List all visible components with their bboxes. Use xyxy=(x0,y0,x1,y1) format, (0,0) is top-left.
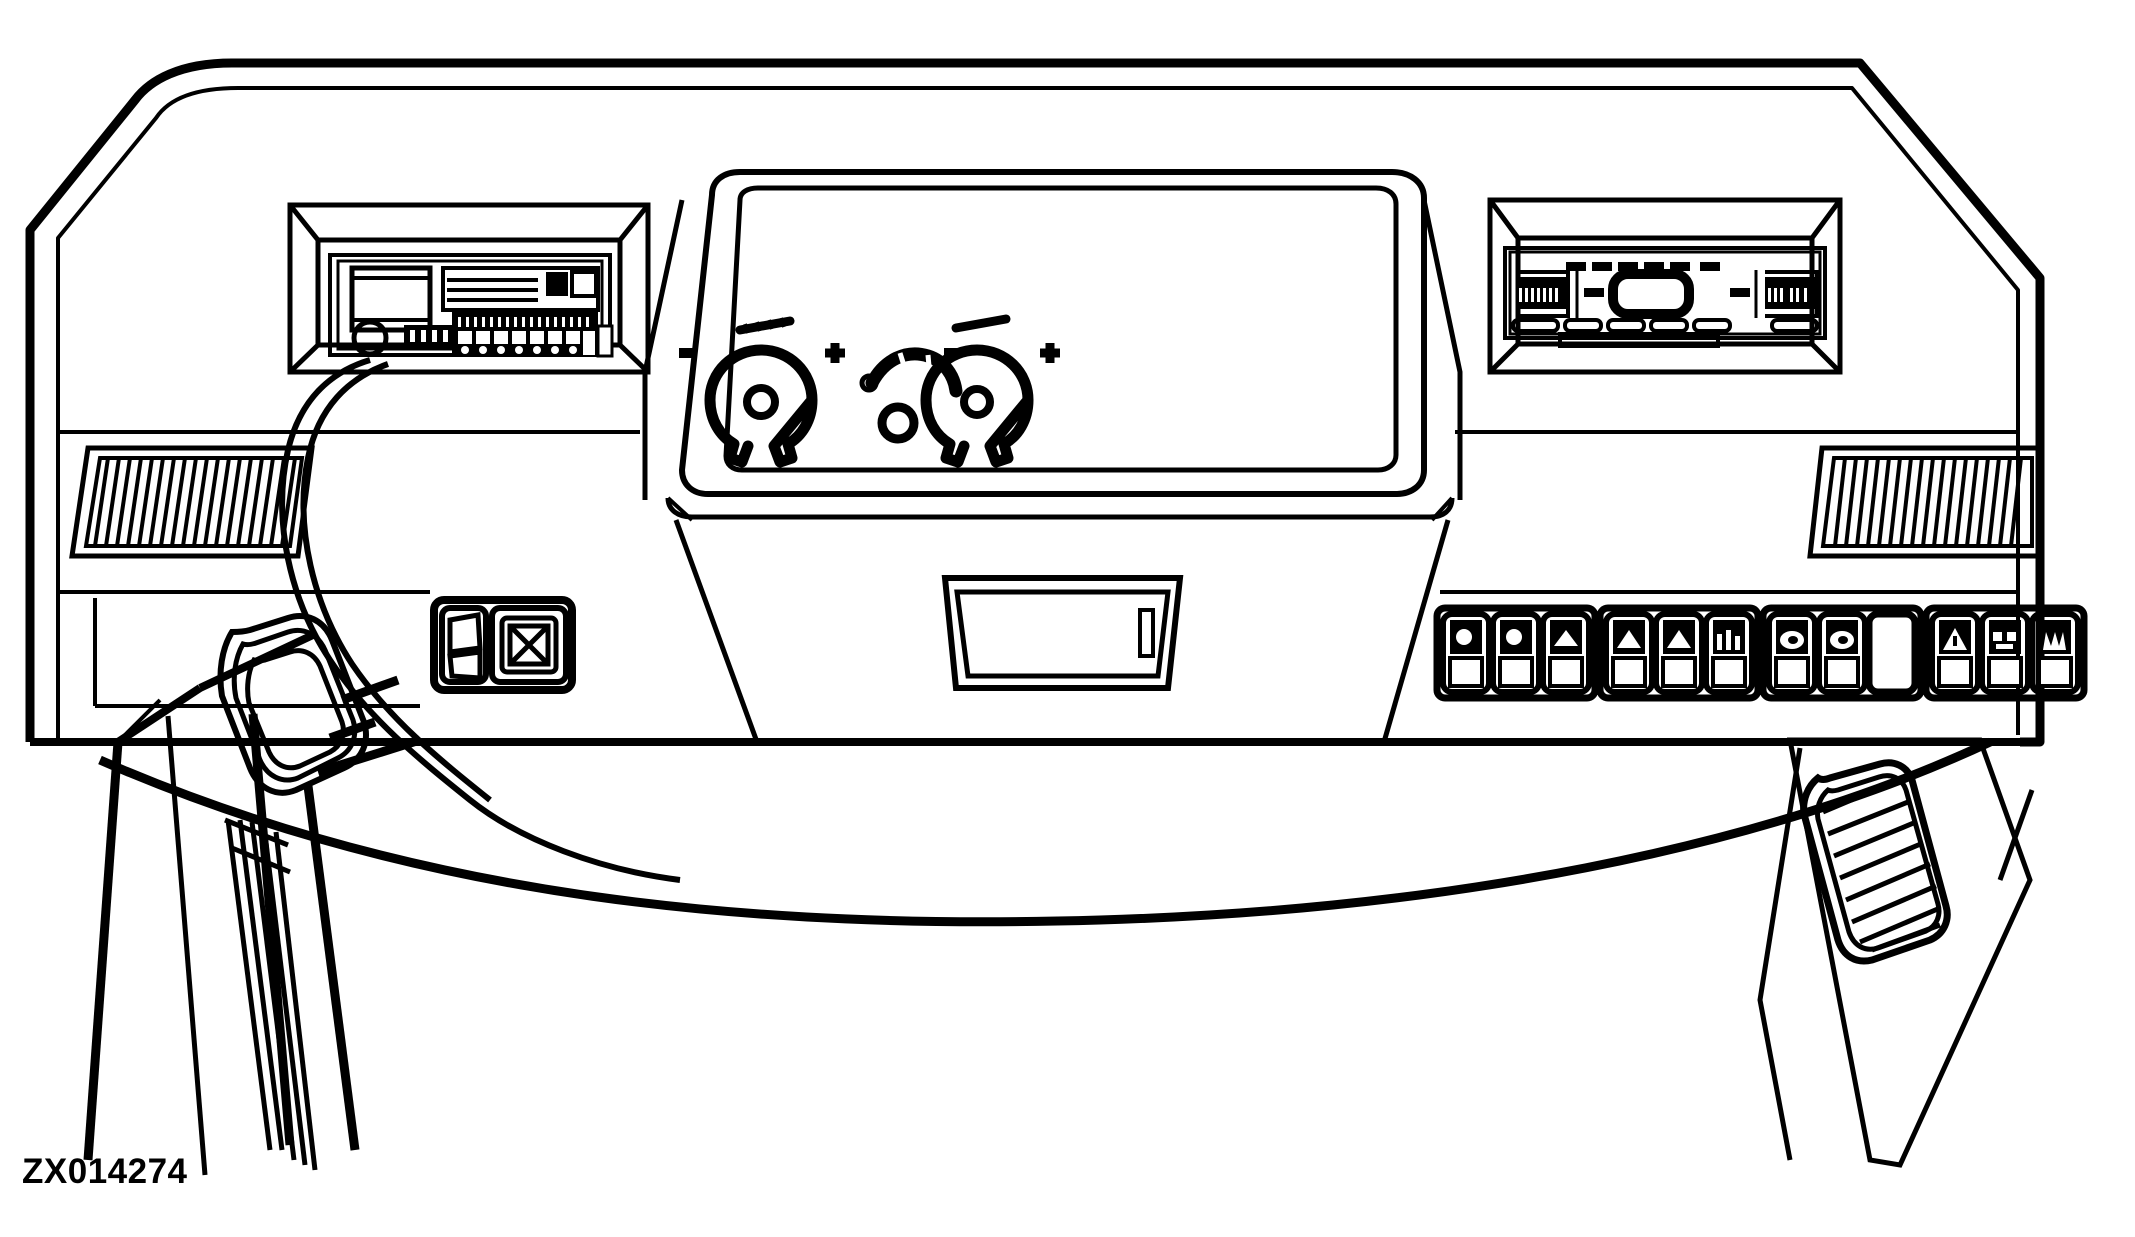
tachograph-top-buttons[interactable] xyxy=(1566,262,1720,271)
switch-diff-lock[interactable] xyxy=(1979,611,2031,695)
temperature-knob[interactable] xyxy=(679,316,845,468)
switch-screen-heat[interactable] xyxy=(1816,611,1868,695)
switch-head-lamp[interactable] xyxy=(1490,611,1542,695)
switch-blank[interactable] xyxy=(1865,610,1919,696)
tachograph-unit[interactable] xyxy=(1487,197,1843,375)
handset-microphone[interactable] xyxy=(115,357,681,883)
switch-rear-fog[interactable] xyxy=(1603,611,1655,695)
frequency-display xyxy=(349,265,433,333)
fan-speed-knob[interactable] xyxy=(920,314,1060,468)
switch-mirror-heat[interactable] xyxy=(1766,611,1818,695)
figure-caption: ZX014274 xyxy=(22,1152,188,1191)
rocker-switch-bank[interactable] xyxy=(1433,604,2088,702)
chart-window xyxy=(1608,269,1694,319)
switch-group-4 xyxy=(1922,604,2088,702)
heat-lines-icon xyxy=(735,316,795,335)
climate-control-panel[interactable] xyxy=(679,314,1060,468)
switch-beacon[interactable] xyxy=(1703,611,1755,695)
switch-work-lamp[interactable] xyxy=(1653,611,1705,695)
switch-exhaust-brake[interactable] xyxy=(2029,611,2081,695)
left-switch-pod[interactable] xyxy=(430,596,576,694)
footwell-vent xyxy=(1757,737,2035,1168)
switch-warning-triangle[interactable] xyxy=(1929,611,1981,695)
cross-box-button[interactable] xyxy=(489,605,569,685)
vent-left xyxy=(69,445,315,559)
tachograph-right-scale xyxy=(1765,277,1817,309)
cowl-arc xyxy=(98,737,1992,927)
switch-group-2 xyxy=(1596,604,1762,702)
fan-airflow-icon xyxy=(859,347,963,444)
switch-fog-lamp[interactable] xyxy=(1540,611,1592,695)
ashtray-tray[interactable] xyxy=(941,575,1184,691)
vent-right xyxy=(1807,445,2045,559)
tachograph-left-scale xyxy=(1516,277,1568,309)
fascia-panel-lines xyxy=(58,430,2018,708)
switch-group-3 xyxy=(1759,604,1925,702)
plus-icon xyxy=(1040,343,1060,363)
plus-icon xyxy=(825,343,845,363)
switch-group-1 xyxy=(1433,604,1599,702)
tachograph-lower-buttons[interactable] xyxy=(1511,318,1819,333)
chart-drawer xyxy=(1558,332,1720,348)
cassette-slot[interactable] xyxy=(441,266,600,312)
rocker-switch[interactable] xyxy=(439,605,489,685)
switch-side-lamp[interactable] xyxy=(1440,611,1492,695)
accelerator-pedal xyxy=(83,713,360,1176)
dash-icon xyxy=(951,314,1011,333)
centre-console xyxy=(642,169,1463,743)
radio-unit[interactable] xyxy=(287,202,651,375)
preset-button-bank[interactable] xyxy=(452,312,614,358)
volume-knob xyxy=(351,319,389,357)
